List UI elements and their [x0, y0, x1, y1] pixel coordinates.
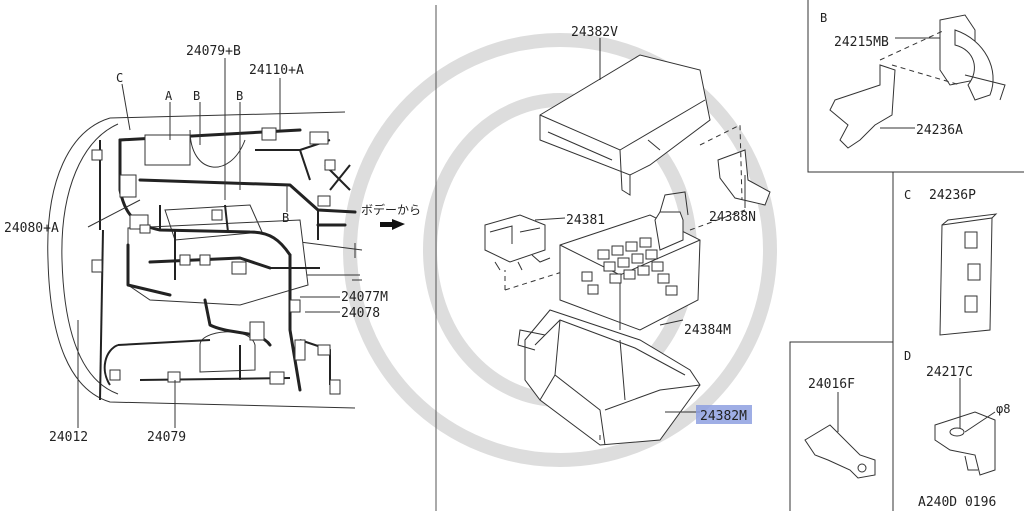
detail-d-letter: D [904, 349, 911, 363]
callout-24080a: 24080+A [4, 221, 59, 236]
relay-box-drawing [484, 38, 771, 446]
detail-b-drawing [829, 14, 1006, 149]
diagram-code: A240D 0196 [918, 495, 996, 510]
detail-b-letter: B [820, 11, 827, 25]
callout-24382v: 24382V [571, 25, 618, 40]
callout-phi8: φ8 [996, 402, 1010, 416]
callout-letter-c: C [116, 71, 123, 85]
callout-letter-a: A [165, 89, 173, 103]
detail-c-drawing [939, 213, 998, 336]
callout-24110a: 24110+A [249, 63, 304, 78]
callout-24388n: 24388N [709, 210, 756, 225]
callout-24217c: 24217C [926, 365, 973, 380]
callout-24215mb: 24215MB [834, 35, 889, 50]
callout-letter-b-3: B [282, 211, 289, 225]
panel-dividers [435, 0, 1024, 511]
callout-24078: 24078 [341, 306, 380, 321]
callout-24077m: 24077M [341, 290, 388, 305]
callout-24381: 24381 [566, 213, 605, 228]
detail-d-drawing [934, 378, 996, 476]
callout-24079b: 24079+B [186, 44, 241, 59]
callout-24079: 24079 [147, 430, 186, 445]
callout-24384m: 24384M [684, 323, 731, 338]
callout-24236a: 24236A [916, 123, 963, 138]
callout-24382m[interactable]: 24382M [700, 409, 747, 424]
callout-24016f: 24016F [808, 377, 855, 392]
engine-harness-drawing [47, 58, 405, 428]
part-24016f-drawing [804, 392, 876, 479]
callout-24012: 24012 [49, 430, 88, 445]
highlight-24382m[interactable] [696, 405, 752, 424]
body-origin-note: ボデーから [361, 202, 421, 217]
fuse-grid [581, 237, 678, 296]
detail-c-letter: C [904, 188, 911, 202]
callout-24236p: 24236P [929, 188, 976, 203]
callout-letter-b-2: B [236, 89, 243, 103]
callout-letter-b-1: B [193, 89, 200, 103]
